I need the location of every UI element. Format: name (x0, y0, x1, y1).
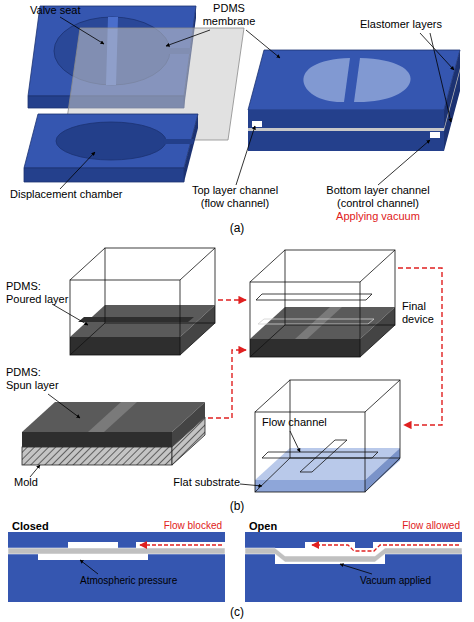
part-label: Final device (402, 300, 438, 325)
process-arrow (218, 299, 246, 300)
flow-arrow (312, 545, 459, 551)
assembled-slab-side (360, 307, 395, 357)
part-label: Elastomer layers (360, 18, 460, 31)
part-label: Valve seat (30, 4, 110, 17)
leader-line (60, 152, 95, 189)
membrane-layer (248, 128, 444, 131)
substrate-front (255, 480, 365, 492)
part-label: Flat substrate (170, 476, 240, 489)
control-channel-notch (163, 139, 194, 144)
flow-channel-section (136, 542, 225, 548)
spun-layer-side (172, 402, 205, 447)
valve-half-left (303, 58, 350, 102)
valve-state-panel: Open (245, 518, 462, 606)
membrane-section (8, 548, 225, 554)
part-label: Vacuum applied (360, 575, 460, 587)
leader-line (340, 564, 372, 574)
process-arrow (398, 268, 442, 425)
part-label: (b) (210, 500, 264, 514)
wire-box (70, 280, 180, 355)
wire-box (285, 250, 395, 325)
top-layer-section (8, 532, 225, 548)
part-label: PDMS membrane (196, 2, 262, 27)
leader-line (378, 140, 430, 185)
leader-line (430, 33, 451, 122)
channel-outline (300, 440, 347, 472)
upper-channel-outline (256, 294, 372, 300)
leader-line (246, 30, 280, 58)
wire-box-edges (250, 250, 395, 357)
process-arrow (208, 350, 246, 418)
chamber-section (38, 554, 148, 560)
wire-box-edges (255, 380, 400, 492)
wire-box-edges (70, 248, 215, 355)
valve-state-panel: Closed (8, 518, 225, 606)
flow-arrow (140, 544, 222, 545)
part-label: (c) (210, 606, 264, 620)
part-label: Mold (14, 476, 54, 489)
part-label: Atmospheric pressure (80, 575, 210, 587)
part-label: Bottom layer channel (control channel) (318, 184, 438, 209)
part-label: Top layer channel (flow channel) (180, 184, 290, 209)
flow-channel-opening (252, 121, 262, 127)
state-title: Open (249, 520, 277, 532)
leader-line (166, 30, 210, 46)
wire-box (105, 248, 215, 323)
part-label: Flow blocked (150, 520, 222, 532)
leader-line (30, 465, 40, 477)
assembled-side (444, 50, 460, 151)
assembled-top-face (248, 50, 460, 110)
leader-line (80, 560, 98, 574)
bottom-layer-section (8, 554, 225, 602)
poured-channel (78, 317, 194, 322)
part-label: (a) (210, 222, 264, 236)
part-label: Applying vacuum (318, 210, 438, 223)
leader-line (60, 17, 104, 44)
wire-box (255, 412, 365, 492)
poured-layer-side (180, 305, 215, 355)
bottom-layer-face (24, 114, 198, 168)
part-label: Flow allowed (388, 520, 460, 532)
leader-line (52, 304, 88, 325)
bottom-layer-edge (24, 168, 184, 182)
leader-line (236, 126, 255, 185)
valve-half-right (354, 58, 411, 102)
control-channel-opening (430, 132, 440, 138)
part-label: PDMS: Poured layer (6, 280, 72, 305)
top-layer-section (245, 532, 462, 548)
flow-channel-section (68, 542, 118, 548)
part-label: PDMS: Spun layer (6, 366, 64, 391)
substrate-side (365, 448, 400, 492)
bottom-layer-side (184, 114, 198, 182)
leader-line (290, 431, 300, 452)
mold-ridge (88, 402, 137, 432)
leader-line (420, 33, 454, 70)
control-channel (295, 307, 342, 339)
elastomer-top-layer (248, 110, 444, 128)
part-label: Flow channel (262, 416, 352, 429)
state-title: Closed (12, 520, 49, 532)
membrane-side (444, 68, 460, 131)
leader-line (240, 484, 262, 486)
displacement-chamber (56, 122, 166, 160)
flow-channel-outline (258, 319, 374, 324)
wire-box (250, 282, 360, 357)
spun-layer-front (22, 432, 172, 447)
leader-line (48, 394, 80, 418)
channel-outline (262, 452, 378, 458)
part-label: Displacement chamber (10, 188, 160, 201)
elastomer-bottom-layer (248, 131, 444, 151)
mold-front (22, 447, 172, 465)
